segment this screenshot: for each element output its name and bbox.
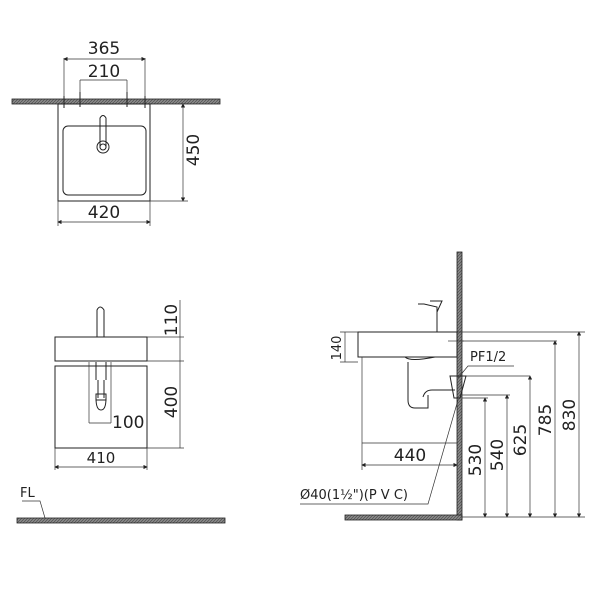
dim-530: 530	[466, 444, 486, 476]
faucet-icon	[418, 300, 443, 332]
dim-440: 440	[394, 446, 426, 466]
dim-625: 625	[511, 424, 531, 456]
faucet-icon	[99, 115, 107, 148]
dim-110: 110	[162, 304, 182, 336]
basin-bowl	[62, 125, 147, 196]
drain-icon	[96, 140, 110, 154]
faucet-icon	[96, 306, 105, 337]
dim-140: 140	[330, 336, 345, 361]
dim-100: 100	[112, 413, 144, 433]
cabinet-front	[54, 365, 148, 449]
dim-830: 830	[560, 399, 580, 431]
floor	[344, 514, 463, 521]
drain-label: Ø40(1½")(P V C)	[300, 488, 408, 503]
dim-400: 400	[162, 386, 182, 418]
countertop	[11, 98, 221, 105]
top-view: 365 210 450 420	[11, 39, 221, 226]
floor-label: FL	[20, 486, 35, 501]
dim-420: 420	[88, 203, 120, 223]
wall	[456, 251, 463, 521]
dim-365: 365	[88, 39, 120, 59]
dim-450: 450	[184, 134, 204, 166]
dim-410: 410	[87, 449, 116, 467]
trap-icon	[95, 362, 107, 411]
floor	[16, 517, 226, 524]
dim-785: 785	[536, 404, 556, 436]
angle-valve	[449, 375, 467, 399]
dim-210: 210	[88, 62, 120, 82]
side-view: 440 140 PF1/2 Ø40(1½")(P V C) 530 540 62…	[300, 251, 585, 521]
dim-540: 540	[488, 439, 508, 471]
basin-outline	[57, 103, 151, 202]
trap-icon	[407, 362, 429, 409]
basin-side	[357, 331, 458, 358]
front-view: 100 110 400 410 FL	[16, 300, 226, 524]
supply-label: PF1/2	[470, 350, 506, 365]
basin-front	[54, 336, 148, 362]
